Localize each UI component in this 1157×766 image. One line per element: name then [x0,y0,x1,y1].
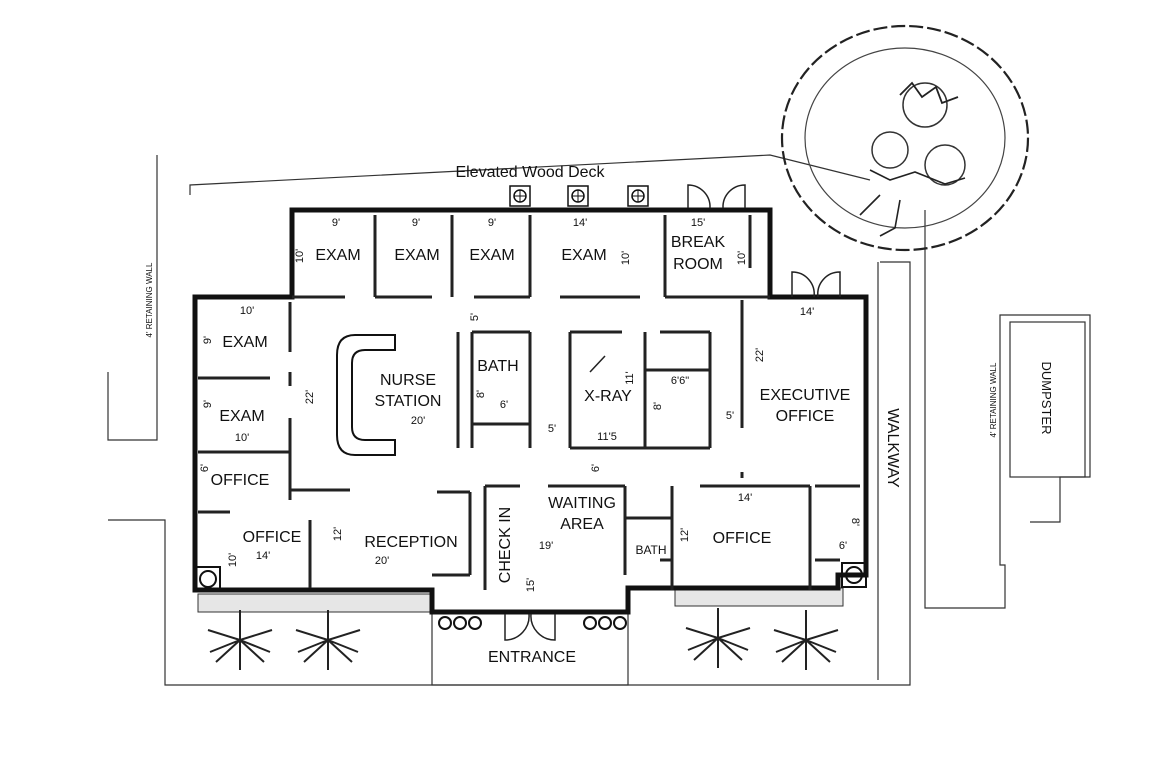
dimension: 10' [240,305,254,317]
site-outline [107,154,1091,686]
break-room-label: BREAK [671,234,726,251]
dimension: 14' [573,217,587,229]
xray-label: X-RAY [584,388,632,405]
dimension: 22' [754,348,766,362]
dimension: 10' [294,249,306,263]
dimension: 9' [332,217,340,229]
dimension: 12' [332,527,344,541]
dimension: 20' [375,555,389,567]
room-labels: Elevated Wood Deck EXAM EXAM EXAM EXAM B… [145,164,1054,666]
dimension: 14' [800,306,814,318]
dimension: 9' [202,400,214,408]
executive-office-label: OFFICE [776,408,835,425]
dimension: 19' [539,540,553,552]
dimension: 15' [691,217,705,229]
dimension: 6'6" [671,375,689,387]
door-icon [504,184,841,641]
dimension-labels: 9' 9' 9' 14' 15' 10' 10' 10' 10' 9' 9' 1… [199,217,861,592]
waiting-area-label: AREA [560,516,604,533]
walkway-label: WALKWAY [884,408,901,488]
dumpster-pad [1009,321,1086,478]
dimension: 22' [304,390,316,404]
dimension: 6' [199,464,211,472]
dimension: 10' [227,553,239,567]
executive-office-label: EXECUTIVE [760,387,851,404]
entrance-label: ENTRANCE [488,649,576,666]
break-room-label: ROOM [673,256,723,273]
dimension: 5' [469,313,481,321]
palm-plant-icon [207,608,839,670]
dimension: 5' [548,423,556,435]
bath-label: BATH [477,358,518,375]
vent-icon [509,185,649,207]
dumpster-label: DUMPSTER [1039,362,1054,435]
office-label: OFFICE [243,529,302,546]
dimension: 9' [412,217,420,229]
office-label: OFFICE [211,472,270,489]
office-label: OFFICE [713,530,772,547]
dimension: 14' [256,550,270,562]
dimension: 8' [849,518,861,526]
dimension: 8' [475,390,487,398]
waiting-area-label: WAITING [548,495,616,512]
column-icon [195,562,867,630]
exam-room-label: EXAM [469,247,514,264]
tree-icon [780,24,1030,252]
dimension: 9' [488,217,496,229]
dimension: 20' [411,415,425,427]
exterior-walls [192,207,869,615]
dimension: 10' [736,251,748,265]
exam-room-label: EXAM [561,247,606,264]
dimension: 6' [500,399,508,411]
check-in-label: CHECK IN [497,507,514,583]
deck-label: Elevated Wood Deck [455,164,605,181]
retaining-wall-right [924,210,1091,609]
exam-room-label: EXAM [219,408,264,425]
dimension: 11'5 [597,431,617,443]
dimension: 11' [624,371,636,385]
deck-outline [189,154,871,195]
dimension: 5' [726,410,734,422]
retaining-wall-label: 4' RETAINING WALL [145,262,154,337]
exam-room-label: EXAM [394,247,439,264]
dimension: 8' [652,402,664,410]
interior-walls [198,215,860,590]
dimension: 10' [620,251,632,265]
nurse-station-label: STATION [375,393,442,410]
dimension: 12' [679,528,691,542]
dimension: 6' [590,464,602,472]
dimension: 6' [839,540,847,552]
nurse-station-label: NURSE [380,372,436,389]
dimension: 10' [235,432,249,444]
dimension: 9' [202,336,214,344]
nurse-station-counter [336,334,396,456]
bath-label: BATH [635,543,666,557]
exam-room-label: EXAM [315,247,360,264]
retaining-wall-left [107,155,158,441]
dimension: 15' [525,578,537,592]
reception-label: RECEPTION [364,534,457,551]
retaining-wall-label: 4' RETAINING WALL [989,362,998,437]
exam-room-label: EXAM [222,334,267,351]
dimension: 14' [738,492,752,504]
